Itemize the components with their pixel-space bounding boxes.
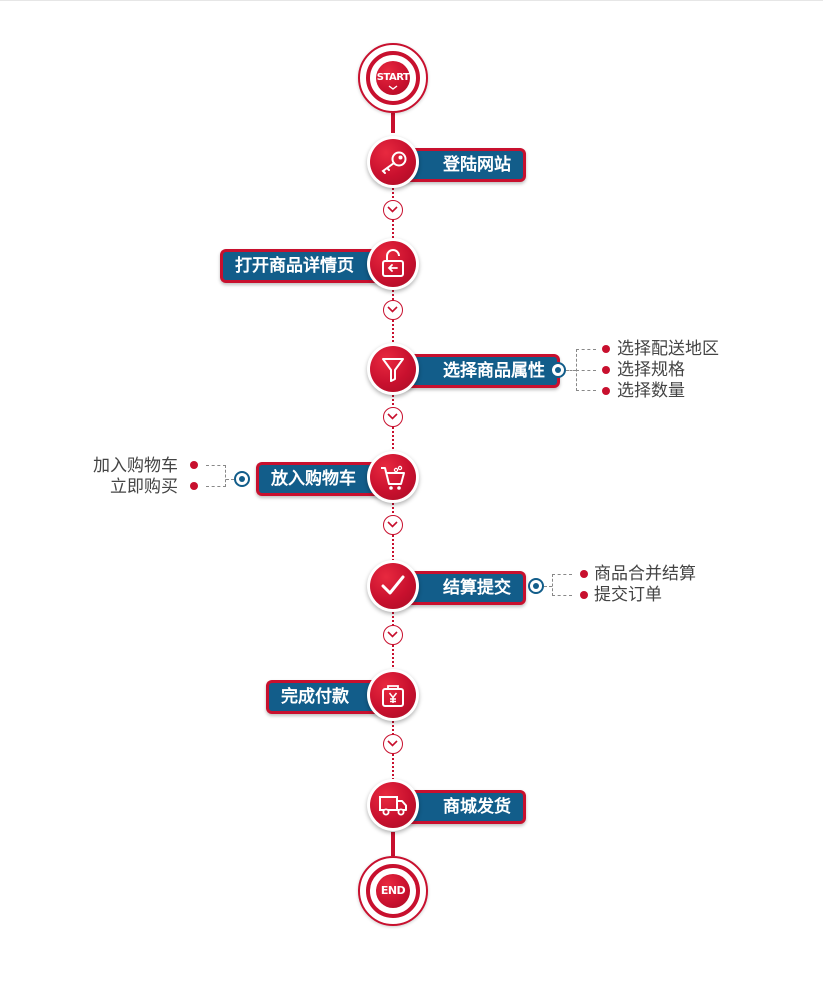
chevron-down-icon	[383, 300, 403, 320]
branch-line	[576, 370, 596, 371]
open-lock-icon	[382, 249, 404, 277]
chevron-down-icon	[383, 734, 403, 754]
connector	[391, 113, 395, 133]
connector	[392, 320, 394, 342]
bullet	[580, 591, 588, 599]
step-payment-node	[367, 669, 419, 721]
step-add-to-cart-node	[367, 451, 419, 503]
key-icon	[381, 151, 407, 174]
sub-item-delivery-region: 选择配送地区	[617, 339, 719, 359]
connector	[392, 503, 394, 515]
yen-bag-icon	[382, 685, 404, 707]
chevron-down-icon	[383, 515, 403, 535]
start-node: START	[358, 43, 428, 113]
sub-item-add-cart: 加入购物车	[93, 456, 178, 476]
sub-item-buy-now: 立即购买	[110, 477, 178, 497]
connector	[392, 395, 394, 407]
bullet	[602, 345, 610, 353]
funnel-icon	[382, 358, 404, 382]
chevron-down-icon	[383, 200, 403, 220]
branch-target-icon	[234, 471, 250, 487]
bullet	[580, 570, 588, 578]
bullet	[602, 366, 610, 374]
branch-target-icon	[528, 578, 544, 594]
chevron-down-icon	[383, 625, 403, 645]
branch-line	[544, 586, 552, 587]
step-shipping-node	[367, 779, 419, 831]
step-select-attributes-label: 选择商品属性	[393, 354, 560, 388]
sub-item-quantity: 选择数量	[617, 381, 685, 401]
bullet	[190, 461, 198, 469]
chevron-down-icon	[383, 407, 403, 427]
top-divider	[0, 0, 823, 1]
check-icon	[381, 575, 405, 595]
end-node: END	[358, 856, 428, 926]
connector	[392, 612, 394, 625]
branch-line	[566, 370, 576, 371]
step-select-attributes-node	[367, 343, 419, 395]
sub-item-submit-order: 提交订单	[594, 585, 662, 605]
connector	[392, 754, 394, 779]
connector	[391, 832, 395, 856]
end-label: END	[376, 874, 410, 908]
branch-target-icon	[550, 362, 566, 378]
chevron-down-icon	[388, 85, 398, 90]
bullet	[190, 482, 198, 490]
connector	[392, 535, 394, 560]
bullet	[602, 387, 610, 395]
connector	[392, 427, 394, 451]
step-login-node	[367, 136, 419, 188]
branch-bracket	[206, 465, 226, 487]
step-checkout-node	[367, 560, 419, 612]
sub-item-spec: 选择规格	[617, 360, 685, 380]
connector	[392, 721, 394, 734]
connector	[392, 188, 394, 200]
truck-icon	[379, 796, 407, 816]
branch-bracket	[552, 574, 572, 596]
connector	[392, 220, 394, 238]
sub-item-merge-checkout: 商品合并结算	[594, 564, 696, 584]
connector	[392, 290, 394, 300]
branch-line	[226, 479, 234, 480]
cart-icon	[381, 465, 405, 490]
step-open-detail-node	[367, 238, 419, 290]
connector	[392, 645, 394, 669]
